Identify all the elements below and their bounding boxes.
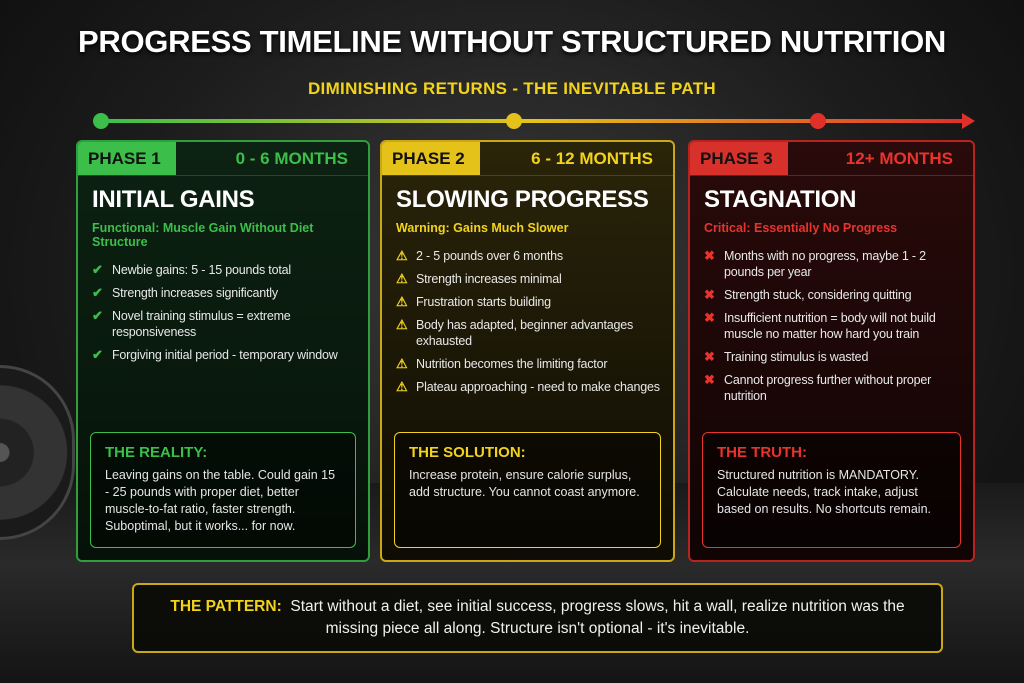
callout-title: THE TRUTH: [717,444,807,461]
phase-header: PHASE 2 6 - 12 MONTHS [382,142,673,176]
phase-2-card: PHASE 2 6 - 12 MONTHS SLOWING PROGRESS W… [380,140,675,562]
callout-text: Structured nutrition is MANDATORY. Calcu… [717,468,931,516]
phase-points: ⚠ 2 - 5 pounds over 6 months ⚠ Strength inc… [396,248,663,402]
warning-icon: ⚠ [396,271,408,286]
phase-label: PHASE 1 [78,142,176,175]
item-text: Frustration starts building [416,295,551,309]
list-item: ✔ Forgiving initial period - temporary wi… [92,347,358,363]
list-item: ⚠ Frustration starts building [396,294,663,310]
item-text: Nutrition becomes the limiting factor [416,357,608,371]
timeline-line [100,119,966,123]
timeline-arrowhead [962,113,975,129]
phase-3-card: PHASE 3 12+ MONTHS STAGNATION Critical: … [688,140,975,562]
page-title: PROGRESS TIMELINE WITHOUT STRUCTURED NUT… [78,24,946,59]
timeline-dot-phase-3 [810,113,826,129]
phase-tagline: Critical: Essentially No Progress [704,221,898,235]
item-text: Plateau approaching - need to make chang… [416,380,660,394]
list-item: ✖ Cannot progress further without proper … [704,372,963,404]
item-text: Strength increases minimal [416,272,562,286]
list-item: ✔ Newbie gains: 5 - 15 pounds total [92,262,358,278]
spacer [690,411,973,419]
list-item: ✖ Months with no progress, maybe 1 - 2 po… [704,248,963,280]
check-icon: ✔ [92,347,103,362]
phase-title: SLOWING PROGRESS [396,186,649,213]
item-text: Months with no progress, maybe 1 - 2 pou… [724,249,926,279]
check-icon: ✔ [92,262,103,277]
item-text: Newbie gains: 5 - 15 pounds total [112,263,291,277]
phase-title: STAGNATION [704,186,857,213]
item-text: Training stimulus is wasted [724,350,869,364]
phase-header: PHASE 3 12+ MONTHS [690,142,973,176]
list-item: ⚠ Plateau approaching - need to make chan… [396,379,663,395]
pattern-label: THE PATTERN: [170,598,282,615]
list-item: ✖ Training stimulus is wasted [704,349,963,365]
phase-points: ✖ Months with no progress, maybe 1 - 2 po… [704,248,963,411]
callout-text: Increase protein, ensure calorie surplus… [409,468,640,499]
phase-label: PHASE 3 [690,142,788,175]
x-icon: ✖ [704,310,715,325]
item-text: Strength stuck, considering quitting [724,288,912,302]
item-text: Insufficient nutrition = body will not b… [724,311,936,341]
list-item: ⚠ 2 - 5 pounds over 6 months [396,248,663,264]
subtitle: DIMINISHING RETURNS - THE INEVITABLE PAT… [307,79,717,98]
list-item: ✔ Strength increases significantly [92,285,358,301]
pattern-text: Start without a diet, see initial succes… [290,598,905,637]
timeline-dot-phase-2 [506,113,522,129]
warning-icon: ⚠ [396,379,408,394]
phase-callout: THE REALITY: Leaving gains on the table.… [90,432,356,548]
callout-title: THE REALITY: [105,444,208,461]
list-item: ✖ Insufficient nutrition = body will not … [704,310,963,342]
spacer [78,370,368,378]
timeline-dot-phase-1 [93,113,109,129]
item-text: Novel training stimulus = extreme respon… [112,309,291,339]
warning-icon: ⚠ [396,356,408,371]
phase-title: INITIAL GAINS [92,186,255,213]
callout-title: THE SOLUTION: [409,444,526,461]
check-icon: ✔ [92,308,103,323]
x-icon: ✖ [704,287,715,302]
phase-tagline: Functional: Muscle Gain Without Diet Str… [92,221,314,249]
list-item: ⚠ Nutrition becomes the limiting factor [396,356,663,372]
list-item: ✖ Strength stuck, considering quitting [704,287,963,303]
phase-duration: 12+ MONTHS [845,148,953,168]
pattern-box: THE PATTERN: Start without a diet, see i… [132,583,943,653]
x-icon: ✖ [704,372,715,387]
item-text: 2 - 5 pounds over 6 months [416,249,563,263]
item-text: Strength increases significantly [112,286,278,300]
phase-points: ✔ Newbie gains: 5 - 15 pounds total ✔ Stren… [92,262,358,370]
phase-header: PHASE 1 0 - 6 MONTHS [78,142,368,176]
list-item: ⚠ Strength increases minimal [396,271,663,287]
callout-text: Leaving gains on the table. Could gain 1… [105,468,336,533]
list-item: ✔ Novel training stimulus = extreme respo… [92,308,358,340]
spacer [382,402,673,410]
phase-label: PHASE 2 [382,142,480,175]
phase-callout: THE TRUTH: Structured nutrition is MANDA… [702,432,961,548]
item-text: Body has adapted, beginner advantages ex… [416,318,634,348]
x-icon: ✖ [704,349,715,364]
phase-tagline: Warning: Gains Much Slower [396,221,569,235]
check-icon: ✔ [92,285,103,300]
warning-icon: ⚠ [396,294,408,309]
phase-duration: 6 - 12 MONTHS [531,148,653,168]
phase-duration: 0 - 6 MONTHS [235,148,348,168]
item-text: Cannot progress further without proper n… [724,373,932,403]
warning-icon: ⚠ [396,248,408,263]
x-icon: ✖ [704,248,715,263]
phase-callout: THE SOLUTION: Increase protein, ensure c… [394,432,661,548]
warning-icon: ⚠ [396,317,408,332]
phase-1-card: PHASE 1 0 - 6 MONTHS INITIAL GAINS Funct… [76,140,370,562]
item-text: Forgiving initial period - temporary win… [112,348,338,362]
list-item: ⚠ Body has adapted, beginner advantages e… [396,317,663,349]
